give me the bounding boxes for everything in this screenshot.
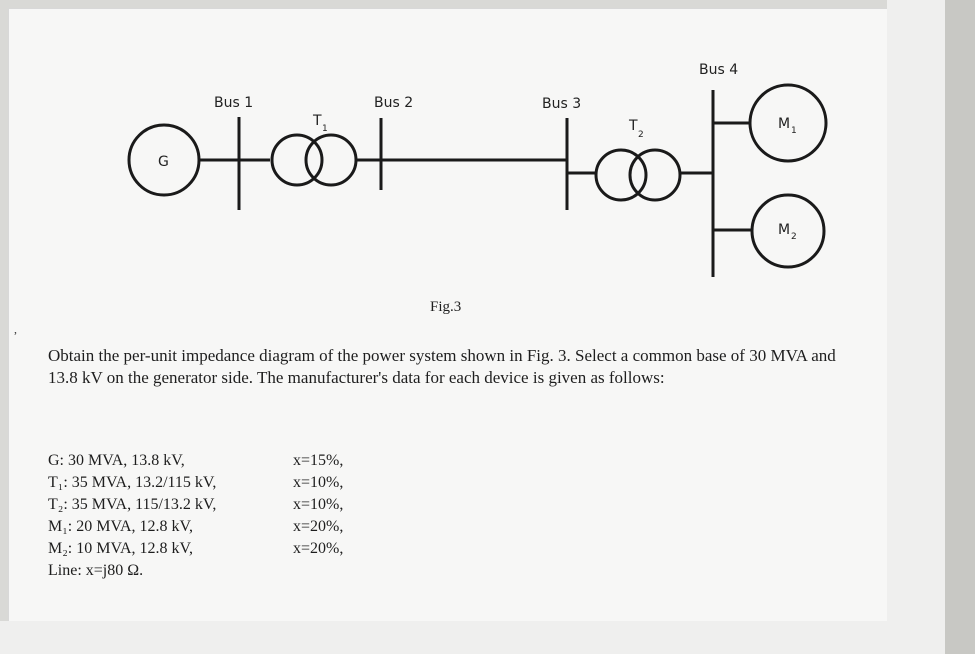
- generator-label: G: [158, 154, 169, 170]
- transformer-t2-winding-b: [628, 148, 682, 202]
- device-reactance: x=15%,: [293, 452, 344, 469]
- page-bottom-margin: [0, 621, 945, 654]
- m2-label: M: [778, 222, 790, 238]
- transformer-t1-winding-a: [270, 133, 324, 187]
- device-reactance: x=10%,: [293, 496, 344, 513]
- page-margin: [887, 0, 945, 654]
- device-reactance: x=20%,: [293, 518, 344, 535]
- device-data-row: M₂: 10 MVA, 12.8 kV, x=20%,: [48, 538, 343, 560]
- device-data-row: M₁: 20 MVA, 12.8 kV, x=20%,: [48, 516, 343, 538]
- t1-label: T: [312, 113, 322, 129]
- margin-bullet: ,: [14, 322, 17, 336]
- bus-4-label: Bus 4: [699, 62, 738, 78]
- device-reactance: x=20%,: [293, 540, 344, 557]
- motor-m2-symbol: [750, 193, 826, 269]
- transformer-t2-winding-a: [594, 148, 648, 202]
- t2-label: T: [628, 118, 638, 134]
- m1-subscript: 1: [791, 126, 797, 136]
- problem-statement: Obtain the per-unit impedance diagram of…: [48, 345, 868, 389]
- device-spec: T₁: 35 MVA, 13.2/115 kV,: [48, 474, 217, 491]
- device-spec: G: 30 MVA, 13.8 kV,: [48, 452, 185, 469]
- device-spec: T₂: 35 MVA, 115/13.2 kV,: [48, 496, 217, 513]
- m2-subscript: 2: [791, 232, 797, 242]
- device-spec: Line: x=j80 Ω.: [48, 562, 144, 579]
- bus-2-label: Bus 2: [374, 95, 413, 111]
- device-data-row: T₁: 35 MVA, 13.2/115 kV, x=10%,: [48, 472, 343, 494]
- motor-m1-symbol: [748, 83, 828, 163]
- device-spec: M₁: 20 MVA, 12.8 kV,: [48, 518, 194, 535]
- problem-text: Obtain the per-unit impedance diagram of…: [48, 346, 836, 387]
- screen-edge: [945, 0, 975, 654]
- t1-subscript: 1: [322, 124, 328, 134]
- transformer-t1-winding-b: [304, 133, 358, 187]
- device-data-list: G: 30 MVA, 13.8 kV, x=15%, T₁: 35 MVA, 1…: [48, 450, 343, 582]
- bus-1-label: Bus 1: [214, 95, 253, 111]
- figure-caption: Fig.3: [430, 299, 462, 315]
- device-spec: M₂: 10 MVA, 12.8 kV,: [48, 540, 194, 557]
- document-page: [8, 8, 888, 622]
- device-data-row: G: 30 MVA, 13.8 kV, x=15%,: [48, 450, 343, 472]
- device-reactance: x=10%,: [293, 474, 344, 491]
- device-data-row: T₂: 35 MVA, 115/13.2 kV, x=10%,: [48, 494, 343, 516]
- m1-label: M: [778, 116, 790, 132]
- bus-3-label: Bus 3: [542, 96, 581, 112]
- t2-subscript: 2: [638, 130, 644, 140]
- device-data-row: Line: x=j80 Ω.: [48, 560, 343, 582]
